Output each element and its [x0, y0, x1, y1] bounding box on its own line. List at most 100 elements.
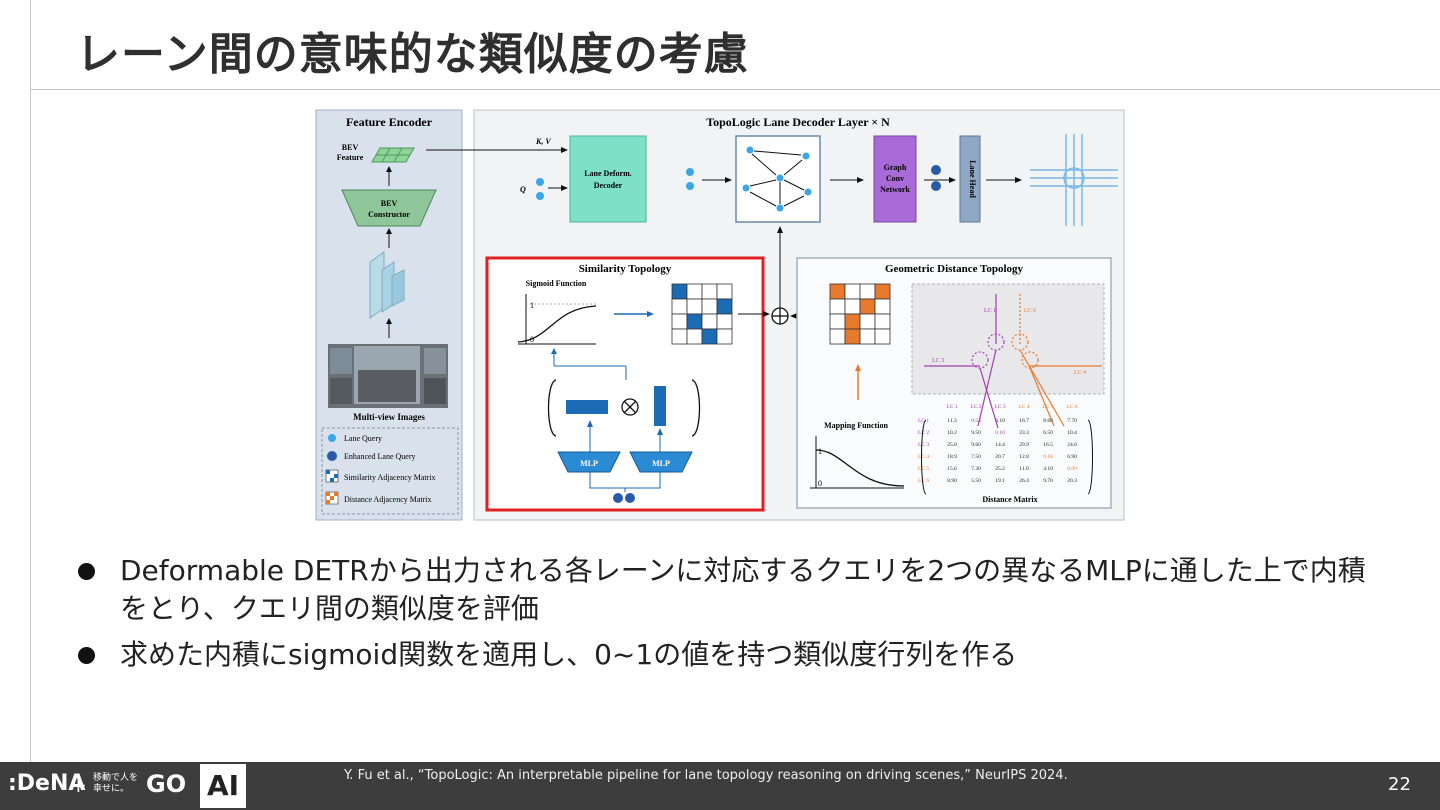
- similarity-matrix-cell: [701, 298, 718, 315]
- distance-col-header: LC 4: [1018, 404, 1029, 410]
- page-title: レーン間の意味的な類似度の考慮: [76, 29, 749, 80]
- gcn-label-3: Network: [880, 185, 910, 194]
- left-bracket: [547, 379, 557, 437]
- lane-deform-label-2: Decoder: [594, 181, 623, 190]
- bullet-list: Deformable DETRから出力される各レーンに対応するクエリを2つの異な…: [78, 552, 1378, 682]
- distance-matrix-cell: [874, 313, 891, 330]
- bullet-text-1: Deformable DETRから出力される各レーンに対応するクエリを2つの異な…: [120, 554, 1366, 625]
- sigmoid-axis-zero: 0: [530, 335, 534, 344]
- distance-cell: 7.30: [971, 466, 981, 472]
- distance-matrix-cell: [859, 328, 876, 345]
- kv-label: K, V: [535, 137, 551, 146]
- lane-layout-diagram: [911, 283, 1105, 395]
- similarity-matrix-cell: [686, 313, 703, 330]
- right-bracket: [691, 379, 701, 437]
- similarity-matrix-cell: [686, 283, 703, 300]
- encoder-title: Feature Encoder: [346, 115, 433, 129]
- distance-cell: 6.10: [995, 418, 1005, 424]
- distance-matrix-cell: [874, 283, 891, 300]
- bullet-dot-icon: [78, 647, 95, 664]
- distance-col-header: LC 5: [1042, 404, 1053, 410]
- distance-cell: 8.60: [1043, 418, 1053, 424]
- mlp-block-left: [557, 451, 621, 473]
- lane-lc1-label: LC 1: [984, 308, 996, 314]
- distance-matrix-cell: [829, 328, 846, 345]
- similarity-matrix-legend-icon: [325, 469, 339, 483]
- distance-cell: 19.1: [995, 478, 1005, 484]
- sigmoid-axis-one: 1: [530, 301, 534, 310]
- distance-cell: 8.90: [947, 478, 957, 484]
- legend-box: [321, 427, 459, 515]
- mapping-axis-one: 1: [818, 447, 822, 456]
- similarity-title: Similarity Topology: [579, 263, 672, 275]
- outer-product-icon: [621, 398, 639, 416]
- similarity-matrix-cell: [671, 283, 688, 300]
- distance-col-header: LC 3: [994, 404, 1005, 410]
- distance-matrix-cell: [844, 283, 861, 300]
- mlp-label-left: MLP: [580, 459, 598, 468]
- similarity-matrix-cell: [671, 313, 688, 330]
- distance-row-header: LC 4: [918, 454, 929, 460]
- decoded-query-dot-1: [686, 168, 694, 176]
- ai-logo: AI: [200, 764, 246, 808]
- mlp-label-right: MLP: [652, 459, 670, 468]
- bev-feature-label-2: Feature: [337, 153, 364, 162]
- decoder-title: TopoLogic Lane Decoder Layer × N: [706, 115, 890, 129]
- distance-cell: 20.7: [995, 454, 1005, 460]
- distance-cell: 0.16: [1043, 454, 1053, 460]
- input-query-dot-1: [536, 178, 544, 186]
- distance-cell: 0.09: [1067, 466, 1077, 472]
- citation-text: Y. Fu et al., “TopoLogic: An interpretab…: [344, 768, 1068, 783]
- distance-cell: 25.0: [947, 442, 957, 448]
- gcn-block: [873, 135, 917, 223]
- similarity-matrix-cell: [671, 328, 688, 345]
- logo-plus-sign: +: [70, 773, 87, 797]
- legend-distance-matrix: Distance Adjacency Matrix: [344, 495, 432, 504]
- distance-cell: 9.70: [1043, 478, 1053, 484]
- distance-cell: 16.7: [1019, 418, 1029, 424]
- distance-matrix-cell: [859, 313, 876, 330]
- bullet-dot-icon: [78, 563, 95, 580]
- bullet-item-2: 求めた内積にsigmoid関数を適用し、0~1の値を持つ類似度行列を作る: [78, 636, 1378, 674]
- similarity-matrix-cell: [716, 328, 733, 345]
- distance-matrix-cell: [844, 298, 861, 315]
- distance-cell: 24.6: [1067, 442, 1077, 448]
- similarity-matrix-cell: [701, 283, 718, 300]
- distance-cell: 25.2: [995, 466, 1005, 472]
- distance-col-header: LC 6: [1066, 404, 1077, 410]
- bev-constructor-label-2: Constructor: [368, 210, 410, 219]
- distance-matrix-cell: [874, 328, 891, 345]
- similarity-matrix-cell: [716, 313, 733, 330]
- input-enhanced-dot-2: [625, 493, 635, 503]
- mapping-function-label: Mapping Function: [824, 421, 888, 430]
- distance-cell: 18.9: [947, 454, 957, 460]
- distance-cell: 10.2: [947, 430, 957, 436]
- mlp-block-right: [629, 451, 693, 473]
- legend-similarity-matrix: Similarity Adjacency Matrix: [344, 473, 436, 482]
- distance-matrix-cell: [829, 313, 846, 330]
- lane-lc3-label: LC 3: [932, 358, 944, 364]
- mapping-axis-zero: 0: [818, 479, 822, 488]
- input-enhanced-dot-1: [613, 493, 623, 503]
- left-vertical-rule: [30, 0, 31, 762]
- distance-matrix-cell: [844, 313, 861, 330]
- distance-cell: 11.3: [947, 418, 957, 424]
- enhanced-query-out-dot-2: [931, 181, 941, 191]
- bullet-item-1: Deformable DETRから出力される各レーンに対応するクエリを2つの異な…: [78, 552, 1378, 628]
- distance-cell: 0.54: [971, 418, 981, 424]
- distance-cell: 9.60: [971, 442, 981, 448]
- distance-cell: 6.90: [1067, 454, 1077, 460]
- lane-query-dot-icon: [328, 434, 336, 442]
- similarity-adjacency-matrix: [671, 283, 733, 345]
- query-graph: [742, 146, 812, 212]
- query-label: Q: [520, 185, 526, 194]
- page-number: 22: [1388, 774, 1411, 795]
- distance-matrix-cell: [829, 283, 846, 300]
- similarity-matrix-cell: [671, 298, 688, 315]
- distance-cell: 5.50: [971, 478, 981, 484]
- multiview-label: Multi-view Images: [353, 412, 425, 422]
- lane-deform-label-1: Lane Deform.: [584, 169, 632, 178]
- legend-lane-query: Lane Query: [344, 434, 382, 443]
- title-underline: [30, 89, 1440, 90]
- enhanced-query-dot-icon: [327, 451, 337, 461]
